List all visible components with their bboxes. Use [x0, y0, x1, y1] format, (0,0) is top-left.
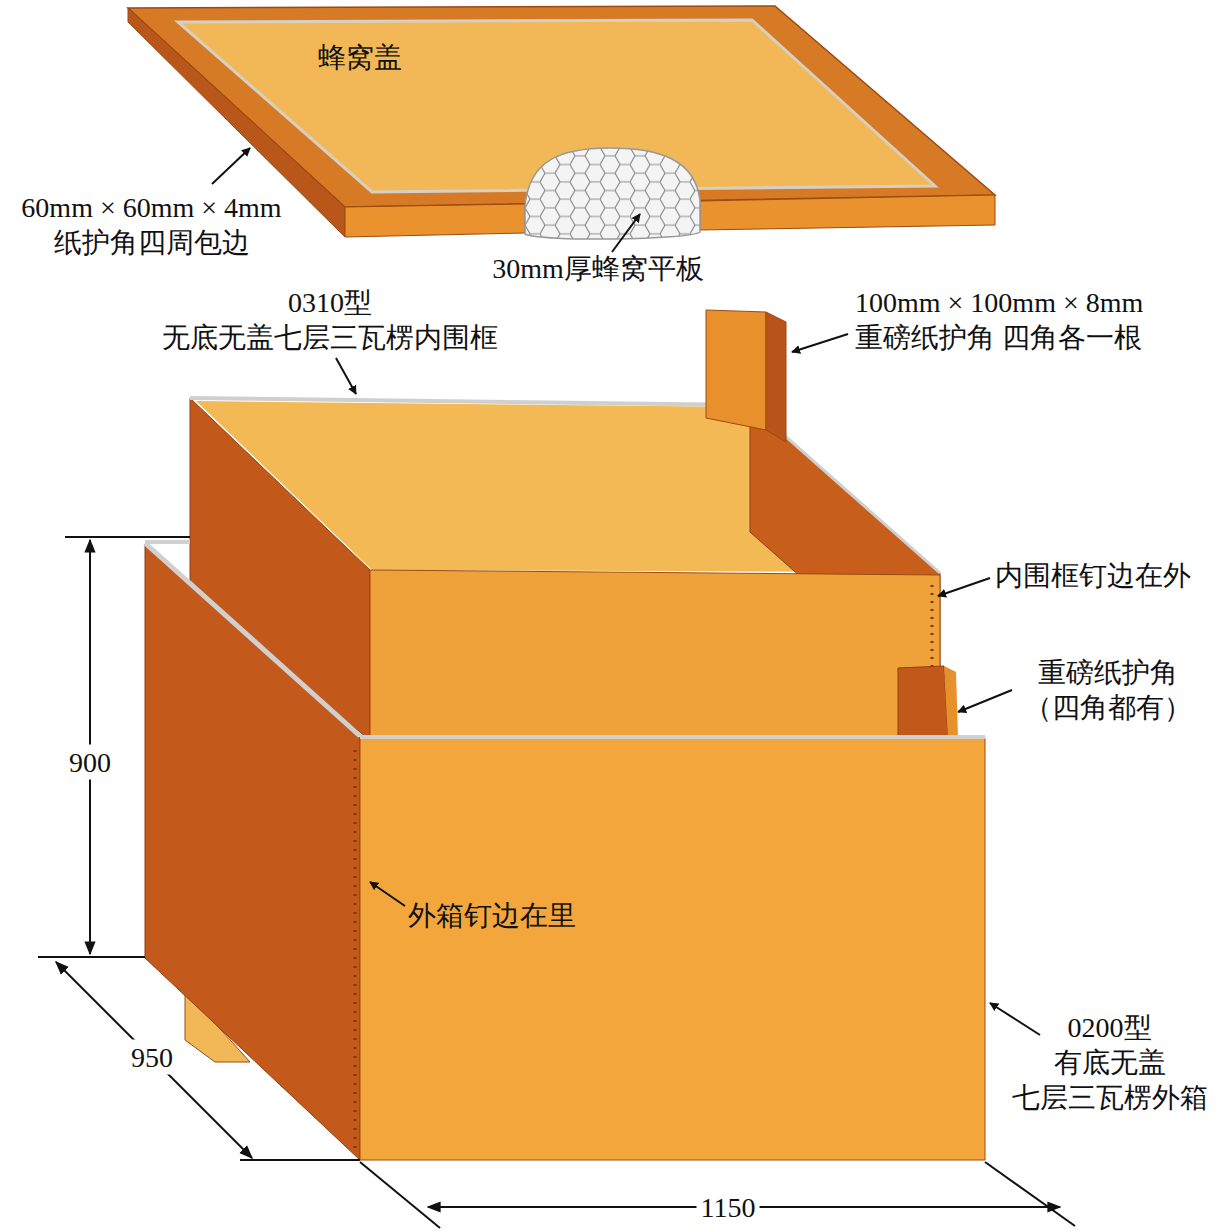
callout-label: 内围框钉边在外	[995, 558, 1191, 593]
callout-label: 60mm × 60mm × 4mm 纸护角四周包边	[4, 190, 299, 260]
callout-label: 重磅纸护角 （四角都有）	[1005, 655, 1210, 725]
dimension-lines	[38, 537, 1075, 1228]
callout-label: 0310型 无底无盖七层三瓦楞内围框	[130, 285, 530, 355]
callout-label: 外箱钉边在里	[408, 898, 576, 933]
callout-label: 100mm × 100mm × 8mm 重磅纸护角 四角各一根	[855, 285, 1215, 355]
leader-lines	[212, 148, 1040, 1035]
callout-label: 0200型 有底无盖 七层三瓦楞外箱	[1010, 1010, 1209, 1115]
inner-frame	[190, 310, 958, 740]
callout-label: 30mm厚蜂窝平板	[492, 251, 704, 286]
dimension-label: 1150	[697, 1190, 760, 1225]
dimension-label: 900	[65, 745, 115, 780]
part-label: 蜂窝盖	[318, 40, 402, 75]
outer-box	[145, 542, 985, 1160]
dimension-label: 950	[127, 1040, 177, 1075]
